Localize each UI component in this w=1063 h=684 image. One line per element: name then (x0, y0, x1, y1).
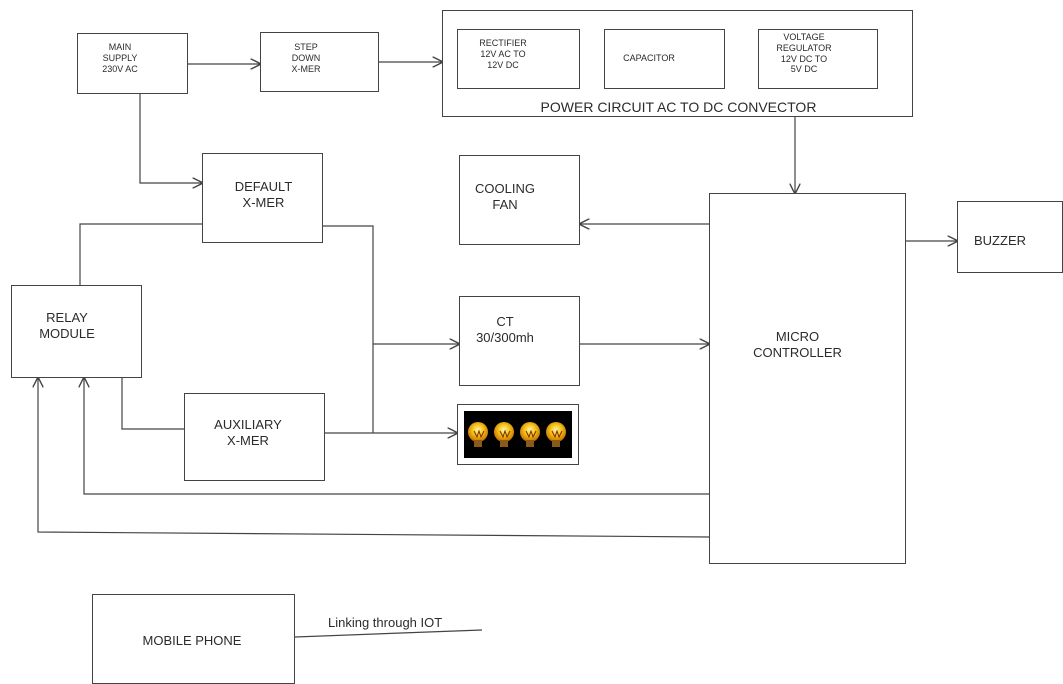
step-down-label: STEP DOWN X-MER (261, 42, 351, 74)
voltage-regulator-label: VOLTAGE REGULATOR 12V DC TO 5V DC (759, 32, 849, 75)
power-circuit-caption: POWER CIRCUIT AC TO DC CONVECTOR (443, 99, 914, 117)
relay-module-block: RELAY MODULE (11, 285, 142, 378)
buzzer-label: BUZZER (958, 233, 1042, 249)
wire-relay-to-aux (122, 378, 184, 429)
wire-supply-to-default (140, 94, 202, 183)
wire-default-to-bus (323, 226, 373, 433)
wire-default-to-relay (80, 224, 202, 285)
relay-module-label: RELAY MODULE (12, 310, 122, 343)
rectifier-label: RECTIFIER 12V AC TO 12V DC (458, 38, 548, 70)
step-down-block: STEP DOWN X-MER (260, 32, 379, 92)
cooling-fan-block: COOLING FAN (459, 155, 580, 245)
cooling-fan-label: COOLING FAN (460, 181, 550, 214)
auxiliary-xmer-block: AUXILIARY X-MER (184, 393, 325, 481)
rectifier-block: RECTIFIER 12V AC TO 12V DC (457, 29, 580, 89)
buzzer-block: BUZZER (957, 201, 1063, 273)
voltage-regulator-block: VOLTAGE REGULATOR 12V DC TO 5V DC (758, 29, 878, 89)
capacitor-label: CAPACITOR (605, 53, 693, 64)
default-xmer-label: DEFAULT X-MER (203, 179, 324, 212)
iot-link-label: Linking through IOT (328, 615, 488, 631)
main-supply-block: MAIN SUPPLY 230V AC (77, 33, 188, 94)
default-xmer-block: DEFAULT X-MER (202, 153, 323, 243)
micro-controller-label: MICRO CONTROLLER (710, 329, 885, 362)
mobile-phone-label: MOBILE PHONE (93, 633, 291, 649)
ct-block: CT 30/300mh (459, 296, 580, 386)
bulb-array (464, 411, 572, 458)
micro-controller-block: MICRO CONTROLLER (709, 193, 906, 564)
ct-label: CT 30/300mh (460, 314, 550, 347)
auxiliary-xmer-label: AUXILIARY X-MER (185, 417, 311, 450)
bulb-panel (457, 404, 579, 465)
main-supply-label: MAIN SUPPLY 230V AC (78, 42, 162, 74)
mobile-phone-block: MOBILE PHONE (92, 594, 295, 684)
capacitor-block: CAPACITOR (604, 29, 725, 89)
wire-controller-to-relay-1 (84, 378, 709, 494)
